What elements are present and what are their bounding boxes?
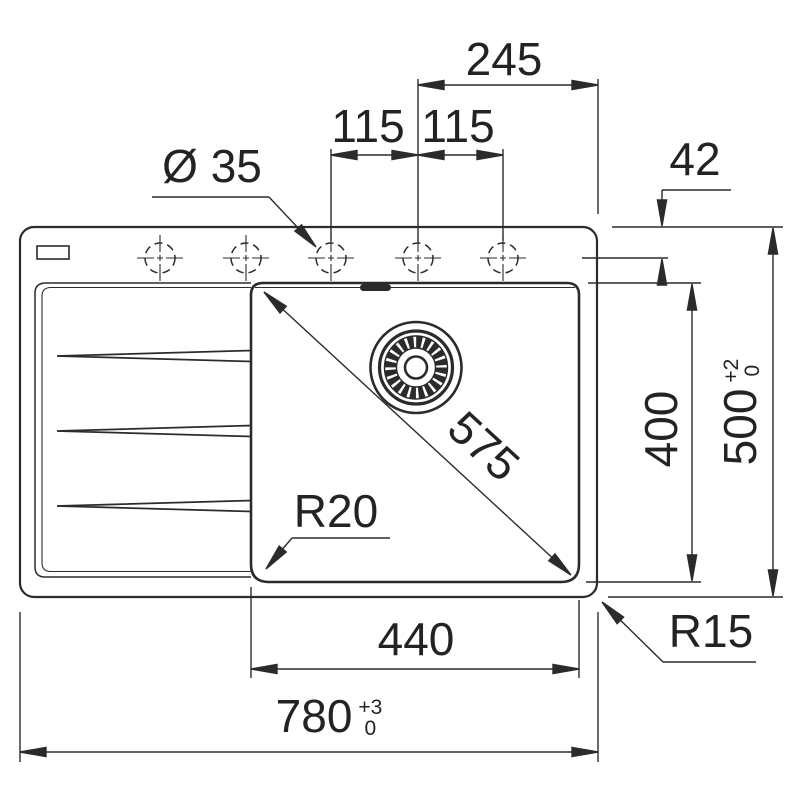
- leader-r20: [261, 537, 390, 573]
- tap-hole-3: [308, 235, 354, 281]
- tap-hole-2: [223, 235, 269, 281]
- dim-label-hole-spacing-right: 115: [421, 100, 495, 152]
- tap-hole-4: [395, 235, 441, 281]
- overall-width-tolerance: +3 0: [358, 696, 383, 739]
- drainboard-outline: [34, 282, 251, 578]
- overall-depth-tol-minus: 0: [741, 364, 764, 377]
- overflow-slot: [360, 284, 391, 291]
- dim-label-hole-spacing-left: 115: [331, 100, 405, 152]
- dim-label-outer-corner-radius: R15: [668, 605, 754, 657]
- dim-500: [608, 227, 783, 598]
- drain-strainer-icon: [369, 320, 463, 415]
- dim-780: [19, 612, 599, 762]
- dim-575-diagonal: [260, 287, 575, 580]
- dim-label-hole-diameter: Ø 35: [162, 140, 262, 192]
- dim-label-bowl-width: 440: [377, 613, 455, 665]
- dim-label-bowl-corner-radius: R20: [293, 485, 379, 537]
- brand-logo-plate: [36, 245, 70, 260]
- dim-42: [582, 189, 783, 286]
- overall-width-tol-minus: 0: [364, 717, 377, 740]
- dim-label-tap-centerline-inset: 42: [669, 133, 721, 185]
- groove-2: [56, 424, 252, 438]
- bowl-outline: [249, 281, 581, 584]
- groove-3: [56, 499, 252, 513]
- leader-r15: [598, 598, 756, 663]
- overall-depth-tolerance: +2 0: [720, 358, 764, 383]
- tap-holes: [137, 235, 526, 281]
- leader-hole-diameter: [152, 196, 321, 251]
- dimension-lines: [19, 79, 783, 762]
- dim-400: [586, 282, 701, 583]
- dim-115-pair: [330, 149, 504, 241]
- overall-depth-tol-plus: +2: [720, 358, 743, 383]
- sink-outer-outline: [18, 225, 599, 599]
- dim-label-overall-width: 780 +3 0: [276, 693, 383, 739]
- tap-hole-1: [137, 235, 183, 281]
- dim-440: [250, 587, 580, 678]
- overall-width-tol-plus: +3: [358, 696, 383, 719]
- tap-hole-5: [480, 235, 526, 281]
- drainboard-grooves: [56, 349, 252, 513]
- overall-depth-value: 500: [714, 388, 766, 466]
- groove-1: [56, 349, 252, 363]
- dim-label-overall-depth: 500 +2 0: [714, 358, 766, 466]
- dim-245: [417, 79, 599, 242]
- overall-width-value: 780: [275, 690, 353, 742]
- dim-label-hole-to-right-edge: 245: [465, 33, 543, 85]
- dim-label-bowl-depth: 400: [635, 390, 687, 468]
